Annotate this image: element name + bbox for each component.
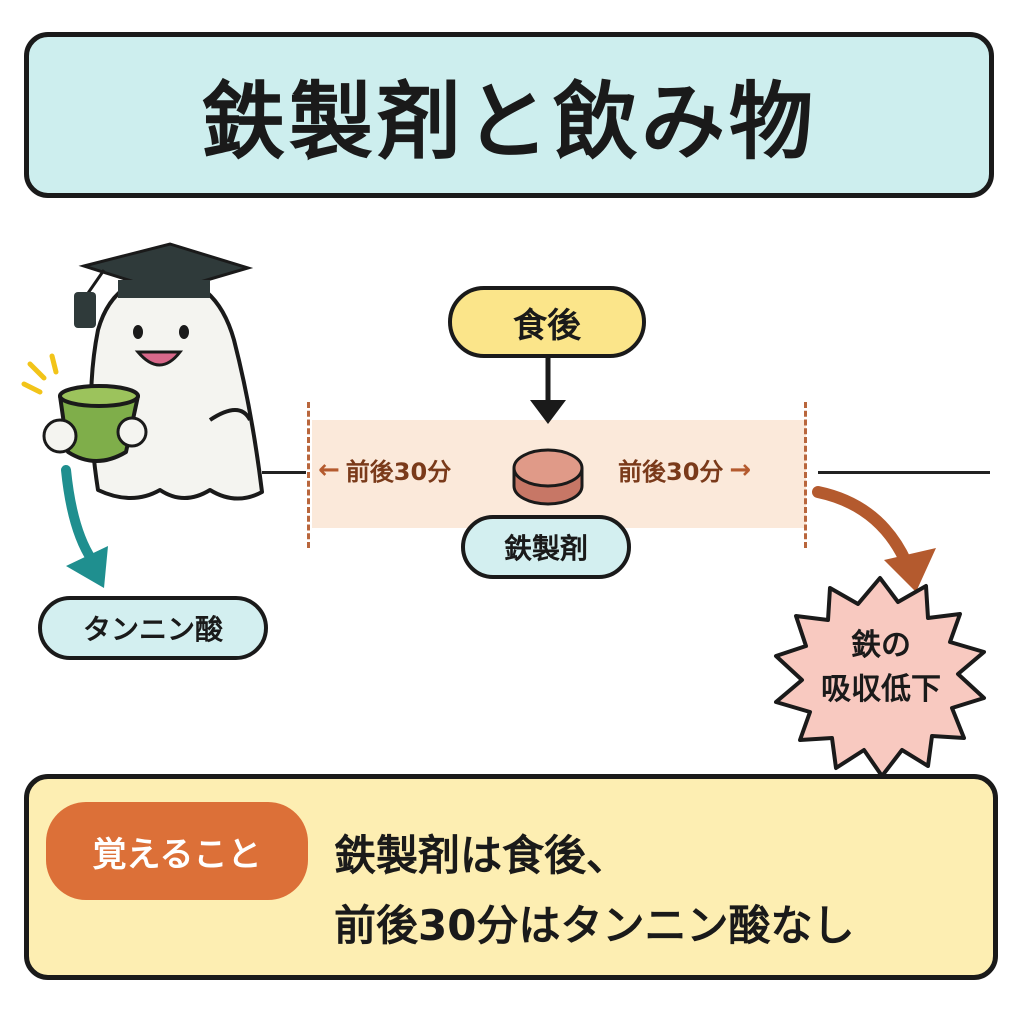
green-tea-cup-icon	[21, 353, 148, 463]
range-after: 前後30分 →	[618, 452, 751, 487]
tannic-acid-label: タンニン酸	[38, 596, 268, 660]
after-meal-label: 食後	[448, 286, 646, 358]
down-arrow-icon	[530, 358, 566, 424]
page-title: 鉄製剤と飲み物	[200, 72, 817, 171]
effect-line-2: 吸収低下	[821, 672, 941, 707]
title-banner: 鉄製剤と飲み物	[24, 32, 994, 198]
graduation-cap-icon	[74, 242, 254, 328]
effect-line-1: 鉄の	[851, 628, 911, 663]
absorption-effect: 鉄の 吸収低下	[806, 624, 956, 712]
left-arrow-icon: ←	[318, 454, 340, 485]
range-before-label: 前後30分	[345, 458, 452, 486]
window-end-line	[804, 402, 807, 548]
timeline-left	[262, 471, 306, 474]
range-after-label: 前後30分	[618, 458, 724, 486]
right-arrow-icon: →	[729, 454, 752, 485]
timeline-right	[818, 471, 990, 474]
iron-supplement-label: 鉄製剤	[461, 515, 631, 579]
memo-line-1: 鉄製剤は食後、	[334, 831, 629, 880]
range-before: ← 前後30分	[318, 452, 451, 487]
window-start-line	[307, 402, 310, 548]
ghost-mascot-icon	[89, 274, 264, 501]
curved-arrow-icon	[61, 465, 108, 588]
curved-arrow-icon	[812, 486, 936, 592]
memo-badge: 覚えること	[46, 802, 308, 900]
memo-line-2: 前後30分はタンニン酸なし	[334, 901, 855, 950]
